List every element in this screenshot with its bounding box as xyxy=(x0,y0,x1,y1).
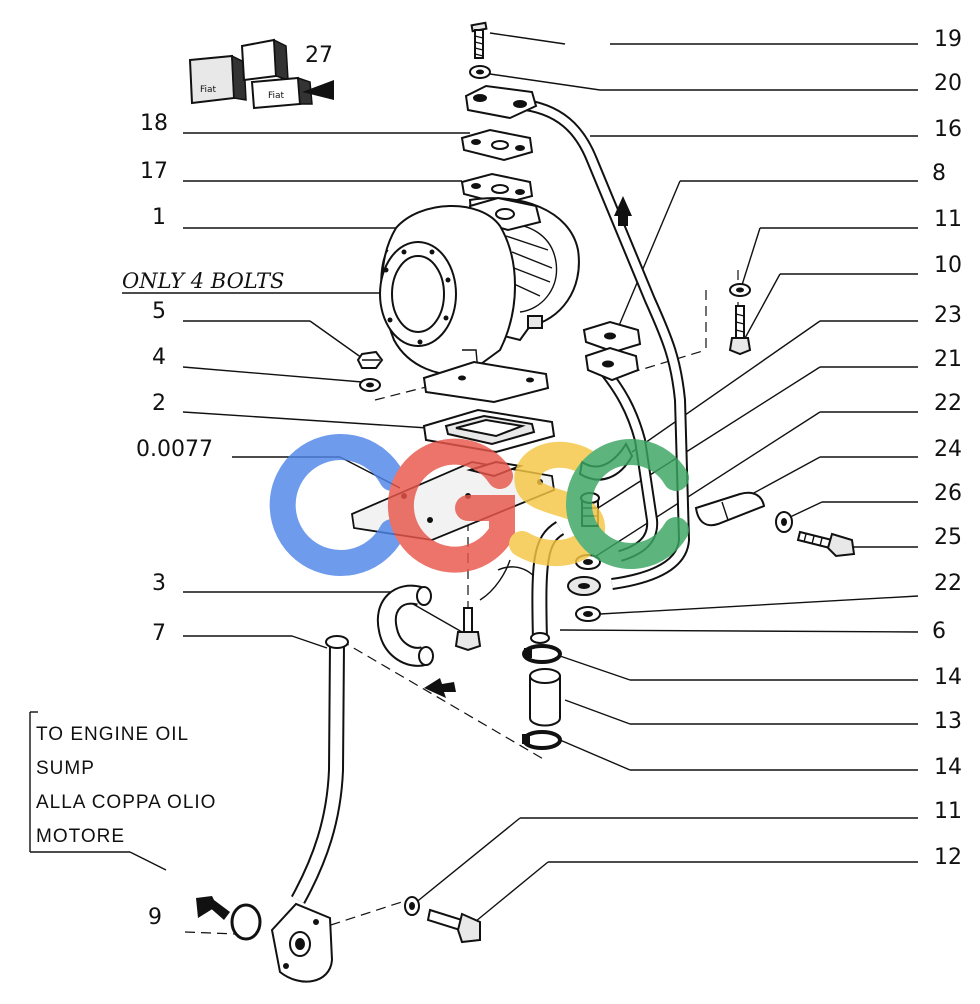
engine-note-line-2: SUMP xyxy=(36,758,95,779)
callout-9: 9 xyxy=(148,905,162,930)
watermark-letter-c1 xyxy=(269,434,405,576)
return-hose xyxy=(376,559,541,667)
o-ring-9 xyxy=(230,903,262,941)
leader-lines-right xyxy=(413,32,919,927)
callout-23: 23 xyxy=(934,303,962,328)
bolt-3 xyxy=(454,607,482,652)
oil-pipe-16 xyxy=(464,84,691,590)
callout-19: 19 xyxy=(934,27,962,52)
hose-clamp-14-lower xyxy=(522,730,562,750)
callout-4: 4 xyxy=(152,345,166,370)
callout-22-lower: 22 xyxy=(934,571,962,596)
callout-5: 5 xyxy=(152,299,166,324)
bolt-12 xyxy=(426,908,481,944)
engine-note-line-4: MOTORE xyxy=(36,826,125,847)
callout-24: 24 xyxy=(934,437,962,462)
washer-11-lower xyxy=(404,896,420,916)
engine-note-line-1: TO ENGINE OIL xyxy=(36,724,189,745)
screw-19 xyxy=(470,21,488,59)
washer-22-lower xyxy=(575,606,601,622)
banjo-fitting xyxy=(567,576,601,596)
watermark-letter-c2 xyxy=(565,439,689,569)
callout-6: 6 xyxy=(932,619,946,644)
flange-17 xyxy=(460,172,534,206)
bolt-10 xyxy=(728,305,752,356)
carton-label-a: Fiat xyxy=(200,85,217,95)
callout-3: 3 xyxy=(152,571,166,596)
note-bracket xyxy=(29,711,167,871)
bolt-25 xyxy=(796,530,856,558)
pipe-clip-24 xyxy=(694,491,766,527)
cgsc-watermark-logo xyxy=(269,434,689,576)
handwritten-note: ONLY 4 BOLTS xyxy=(122,269,284,293)
callout-11-upper: 11 xyxy=(934,207,962,232)
callout-12: 12 xyxy=(934,845,962,870)
flow-arrow-icon xyxy=(424,678,456,698)
callout-7: 7 xyxy=(152,621,166,646)
callout-8: 8 xyxy=(932,161,946,186)
gasket-18 xyxy=(460,128,534,162)
washer-20 xyxy=(469,65,491,79)
callout-18: 18 xyxy=(140,111,168,136)
callout-22-upper: 22 xyxy=(934,391,962,416)
callout-14-lower: 14 xyxy=(934,755,962,780)
watermark-letter-s xyxy=(509,441,605,567)
washer-26 xyxy=(775,511,793,533)
callout-16: 16 xyxy=(934,117,962,142)
flow-arrow-sump-icon xyxy=(196,896,230,920)
callout-10: 10 xyxy=(934,253,962,278)
callout-2: 2 xyxy=(152,391,166,416)
return-pipe-7 xyxy=(270,635,349,983)
engine-note-line-3: ALLA COPPA OLIO xyxy=(36,792,216,813)
washer-4 xyxy=(359,378,381,392)
callout-14-upper: 14 xyxy=(934,665,962,690)
callout-thickness: 0.0077 xyxy=(136,437,213,462)
callout-17: 17 xyxy=(140,159,168,184)
rubber-sleeve-13 xyxy=(529,668,561,727)
watermark-letter-g xyxy=(387,438,515,573)
callout-21: 21 xyxy=(934,347,962,372)
callout-13: 13 xyxy=(934,709,962,734)
parts-carton-icon: Fiat Fiat xyxy=(188,38,334,110)
nut-5 xyxy=(356,350,384,369)
callout-26: 26 xyxy=(934,481,962,506)
turbocharger-1 xyxy=(379,196,580,404)
callout-20: 20 xyxy=(934,71,962,96)
washer-11-upper xyxy=(729,283,751,297)
hose-clamp-14-upper xyxy=(522,644,562,664)
callout-27: 27 xyxy=(305,43,333,68)
carton-label-b: Fiat xyxy=(268,91,285,101)
flange-8 xyxy=(582,320,642,382)
callout-25: 25 xyxy=(934,525,962,550)
callout-11-lower: 11 xyxy=(934,799,962,824)
leader-lines-left xyxy=(122,132,470,649)
callout-1: 1 xyxy=(152,205,166,230)
